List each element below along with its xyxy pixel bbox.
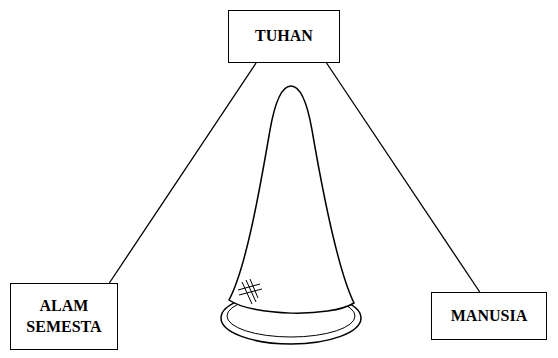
text-holder: MANUSIA [451, 306, 527, 327]
connector-line [327, 63, 480, 292]
concept-box: TUHAN [228, 10, 340, 63]
box-label: MANUSIA [451, 306, 527, 327]
concept-box: MANUSIA [431, 292, 547, 340]
concept-box: ALAM SEMESTA [10, 283, 118, 350]
connector-line [109, 63, 256, 283]
text-holder: TUHAN [255, 26, 313, 47]
cone-shape [229, 86, 354, 313]
box-label: ALAM SEMESTA [11, 296, 117, 338]
box-label: TUHAN [255, 26, 313, 47]
text-holder: ALAM SEMESTA [11, 296, 117, 338]
hatch-marks [238, 279, 262, 304]
